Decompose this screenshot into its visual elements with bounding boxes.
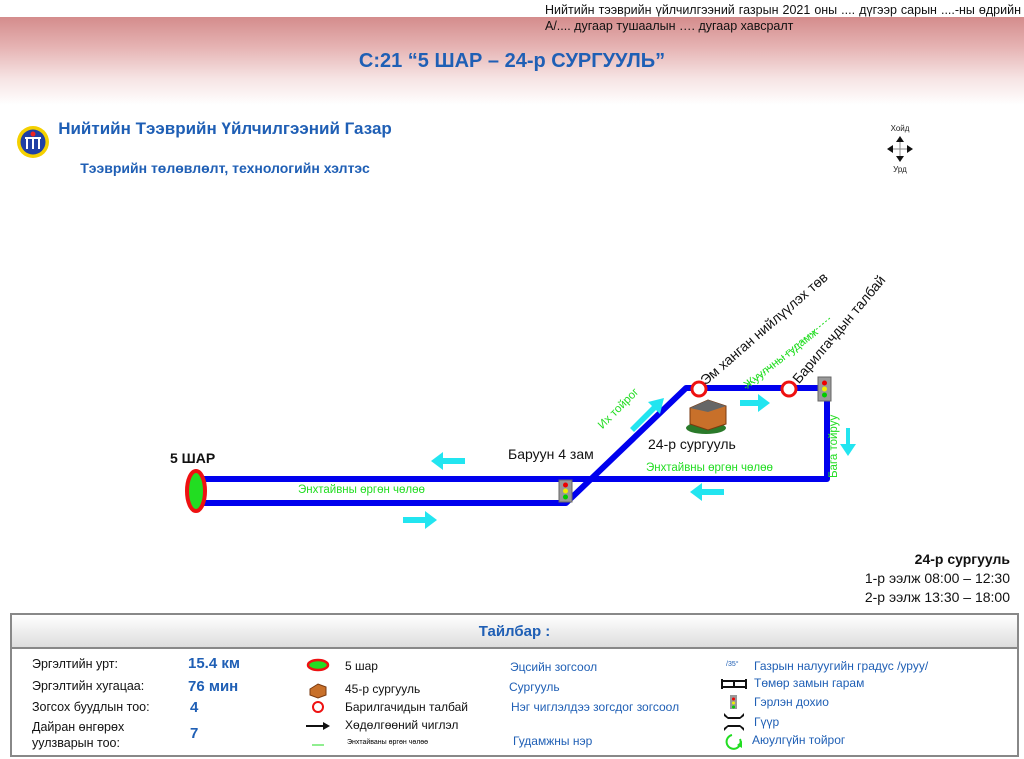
school-schedule: 24-р сургууль 1-р ээлж 08:00 – 12:30 2-р…: [865, 550, 1010, 607]
org-logo-icon: [17, 126, 49, 158]
org-department: Тээврийн төлөвлөлт, технологийн хэлтэс: [80, 160, 370, 176]
stat-label: Дайран өнгөрөх уулзварын тоо:: [32, 720, 125, 750]
arrow-up-right-icon: [630, 398, 664, 432]
legend-icons-right: [721, 679, 747, 750]
legend-right-label: Гэрлэн дохио: [754, 695, 829, 709]
org-name: Нийтийн Тээврийн Үйлчилгээний Газар: [58, 119, 392, 138]
compass-north: Хойд: [890, 124, 910, 133]
schedule-shift: 1-р ээлж 08:00 – 12:30: [864, 570, 1010, 586]
legend-symbol-label: 45-р сургууль: [345, 682, 421, 696]
stat-label: Зогсох буудлын тоо:: [32, 700, 150, 714]
legend-right-label: Аюулгүйн тойрог: [752, 733, 846, 747]
school-icon: [686, 399, 727, 434]
legend-panel: Тайлбар : Эргэлтийн урт: 15.4 км Эргэлти…: [10, 613, 1019, 757]
traffic-light-icon: [558, 479, 573, 503]
terminal-marker: [185, 469, 207, 513]
legend-symbol-label: Хөдөлгөөний чиглэл: [345, 718, 459, 732]
legend-symbols: [306, 658, 330, 746]
street-label: Бага тойруу: [828, 414, 840, 478]
stop-marker: [690, 380, 708, 398]
bridge-icon: [724, 713, 744, 731]
compass-icon: [887, 136, 913, 162]
stat-value: 4: [190, 699, 199, 716]
street-label: Энхтайвны өргөн чөлөө: [646, 462, 773, 474]
slope-icon: /35°: [726, 661, 739, 668]
arrow-right-icon: [403, 511, 437, 529]
header-band: [0, 17, 1024, 105]
legend-title: Тайлбар :: [12, 615, 1017, 649]
legend-meaning: Сургууль: [509, 680, 560, 694]
school-label: 24-р сургууль: [648, 436, 736, 452]
railway-crossing-icon: [721, 679, 747, 689]
terminal-icon: [306, 658, 330, 672]
legend-right-label: Газрын налуугийн градус /уруу/: [754, 659, 929, 673]
traffic-light-icon: [817, 376, 832, 402]
stop-label: Баруун 4 зам: [508, 446, 594, 462]
traffic-light-icon: [730, 695, 737, 709]
arrow-right-icon: [740, 394, 770, 412]
legend-meaning: Эцсийн зогсоол: [510, 660, 598, 674]
legend-symbol-label: Барилгачидын талбай: [345, 700, 469, 714]
stat-value: 7: [190, 725, 199, 742]
direction-arrows: [403, 394, 856, 529]
legend-meaning: Нэг чиглэлдээ зогсдог зогсоол: [511, 700, 680, 714]
stat-label: Эргэлтийн хугацаа:: [32, 679, 145, 693]
schedule-shift: 2-р ээлж 13:30 – 18:00: [864, 589, 1010, 605]
schedule-title: 24-р сургууль: [914, 551, 1010, 567]
page-title: С:21 “5 ШАР – 24-р СУРГУУЛЬ”: [358, 50, 666, 72]
arrow-left-icon: [431, 452, 465, 470]
arrow-down-icon: [840, 428, 856, 456]
street-label: Энхтайвны өргөн чөлөө: [298, 484, 425, 496]
legend-symbol-label: 5 шар: [345, 659, 378, 673]
terminal-label: 5 ШАР: [170, 450, 216, 466]
route-map: [185, 317, 856, 529]
stat-label: Эргэлтийн урт:: [32, 657, 118, 671]
school-icon: [309, 683, 327, 699]
order-note: Нийтийн тээврийн үйлчилгээний газрын 202…: [545, 3, 1021, 33]
legend-meaning: Гудамжны нэр: [513, 734, 593, 748]
legend-symbol-label: Энхтайваны өргөн чөлөө: [347, 739, 429, 746]
stat-value: 15.4 км: [188, 655, 240, 672]
arrow-left-icon: [690, 483, 724, 501]
stop-icon: [312, 701, 324, 713]
legend-right-label: Гүүр: [754, 715, 780, 729]
stop-marker: [780, 380, 798, 398]
stat-value: 76 мин: [188, 678, 239, 695]
roundabout-icon: [725, 734, 742, 750]
route-line-return: [196, 385, 830, 506]
legend-right-label: Төмөр замын гарам: [754, 676, 865, 690]
compass-south: Урд: [893, 165, 907, 174]
